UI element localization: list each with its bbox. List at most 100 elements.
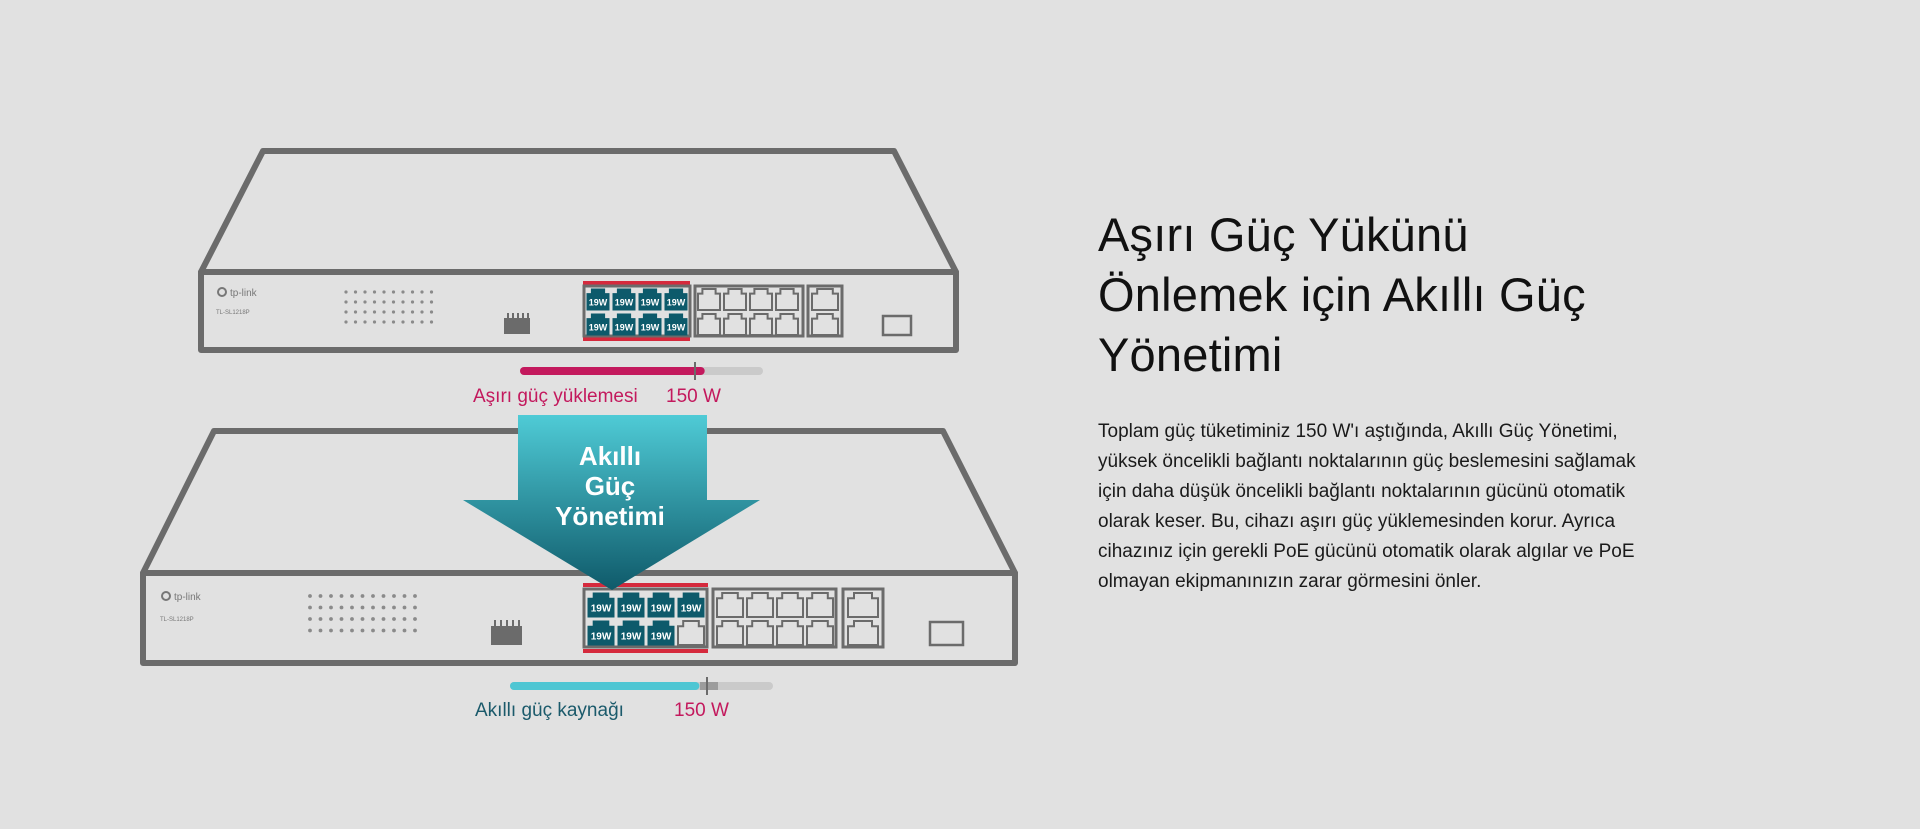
bottom-led [339,594,344,598]
top-led [372,290,377,294]
feature-description: Toplam güç tüketiminiz 150 W'ı aştığında… [1098,417,1718,597]
top-console-port [504,313,530,334]
top-led [401,300,405,304]
description-line-4: olarak keser. Bu, cihazı aşırı güç yükle… [1098,511,1616,532]
top-led [363,320,367,324]
bottom-rj45-port-5 [716,620,744,646]
bottom-led [318,594,323,598]
bottom-led [413,628,417,633]
bottom-power-meter: Akıllı güç kaynağı 150 W [475,677,773,721]
feature-headline: Aşırı Güç Yükünü Önlemek için Akıllı Güç… [1098,205,1718,385]
top-combo-port-2 [811,313,839,336]
top-led [420,320,424,324]
bottom-meter-fill [510,682,700,690]
top-switch-lid [198,148,959,275]
bottom-led [308,594,312,598]
top-led [344,320,348,324]
top-led [372,300,377,304]
top-power-meter: Aşırı güç yüklemesi 150 W [473,362,763,407]
bottom-led [308,617,312,621]
bottom-led [381,628,386,633]
bottom-led [402,594,407,598]
bottom-poe-port-label-4: 19W [681,604,702,615]
top-led [353,300,358,304]
bottom-led [339,617,344,621]
top-led [353,290,358,294]
bottom-led [371,605,375,610]
bottom-combo-port-1 [847,592,879,618]
top-poe-port-8 [664,313,688,336]
top-meter-value: 150 W [666,386,721,407]
top-led [382,300,386,304]
bottom-led [360,617,365,621]
bottom-highlight-bar-lower [583,649,708,653]
top-poe-port-label-6: 19W [615,322,634,332]
bottom-led [392,605,396,610]
feature-text-block: Aşırı Güç Yükünü Önlemek için Akıllı Güç… [1098,205,1718,597]
bottom-led [350,594,354,598]
top-meter-label: Aşırı güç yüklemesi [473,386,638,407]
bottom-led [329,617,333,621]
top-rj45-port-2 [723,288,747,311]
bottom-sfp-slot [928,620,965,647]
bottom-combo-frame [841,587,885,649]
top-led [410,320,415,324]
bottom-poe-group-frame [582,587,709,649]
top-led [344,290,348,294]
bottom-rj45-port-4 [806,592,834,618]
headline-line-2: Önlemek için Akıllı Güç [1098,268,1586,321]
bottom-led [392,594,396,598]
bottom-led [339,605,344,610]
top-led [344,300,348,304]
top-led [420,290,424,294]
bottom-led [318,628,323,633]
top-poe-port-3 [638,288,662,311]
top-poe-port-label-1: 19W [589,297,608,307]
top-poe-port-1 [586,288,610,311]
bottom-led [329,605,333,610]
top-led [353,320,358,324]
bottom-poe-port-3 [647,592,675,618]
top-rj45-port-6 [723,313,747,336]
top-combo-ports [811,288,839,336]
bottom-led [329,628,333,633]
top-poe-port-label-4: 19W [667,297,686,307]
top-poe-port-label-3: 19W [641,297,660,307]
bottom-led [392,617,396,621]
bottom-led [308,605,312,610]
top-led [429,300,434,304]
bottom-combo-ports [847,592,879,646]
top-led [391,300,396,304]
top-led [363,310,367,314]
bottom-led [350,617,354,621]
bottom-led [308,628,312,633]
top-rj45-ports [697,288,799,336]
top-led [382,320,386,324]
bottom-switch-brand: tp-link TL-SL1218P [160,591,202,623]
top-switch-brand: tp-link TL-SL1218P [216,287,258,316]
bottom-led [381,617,386,621]
top-highlight-bar-upper [583,281,690,285]
bottom-console-port [491,620,522,645]
tp-link-logo-icon [161,591,171,601]
top-poe-port-label-5: 19W [589,322,608,332]
top-rj45-port-3 [749,288,773,311]
top-rj45-port-8 [775,313,799,336]
description-line-5: cihazınız için gerekli PoE gücünü otomat… [1098,541,1635,562]
bottom-rj45-port-6 [746,620,774,646]
bottom-led [413,594,417,598]
top-led [391,320,396,324]
poe-illustration: tp-link TL-SL1218P 19W 19W 19W 19W 19W 19W 19W… [140,148,1018,721]
bottom-poe-port-label-7: 19W [651,632,672,643]
top-led [429,320,434,324]
top-led [391,310,396,314]
headline-line-1: Aşırı Güç Yükünü [1098,208,1469,261]
bottom-poe-port-8 [677,620,705,646]
bottom-led [360,628,365,633]
top-led [410,310,415,314]
top-meter-fill [520,367,705,375]
bottom-led [318,605,323,610]
top-led [429,310,434,314]
bottom-rj45-port-7 [776,620,804,646]
